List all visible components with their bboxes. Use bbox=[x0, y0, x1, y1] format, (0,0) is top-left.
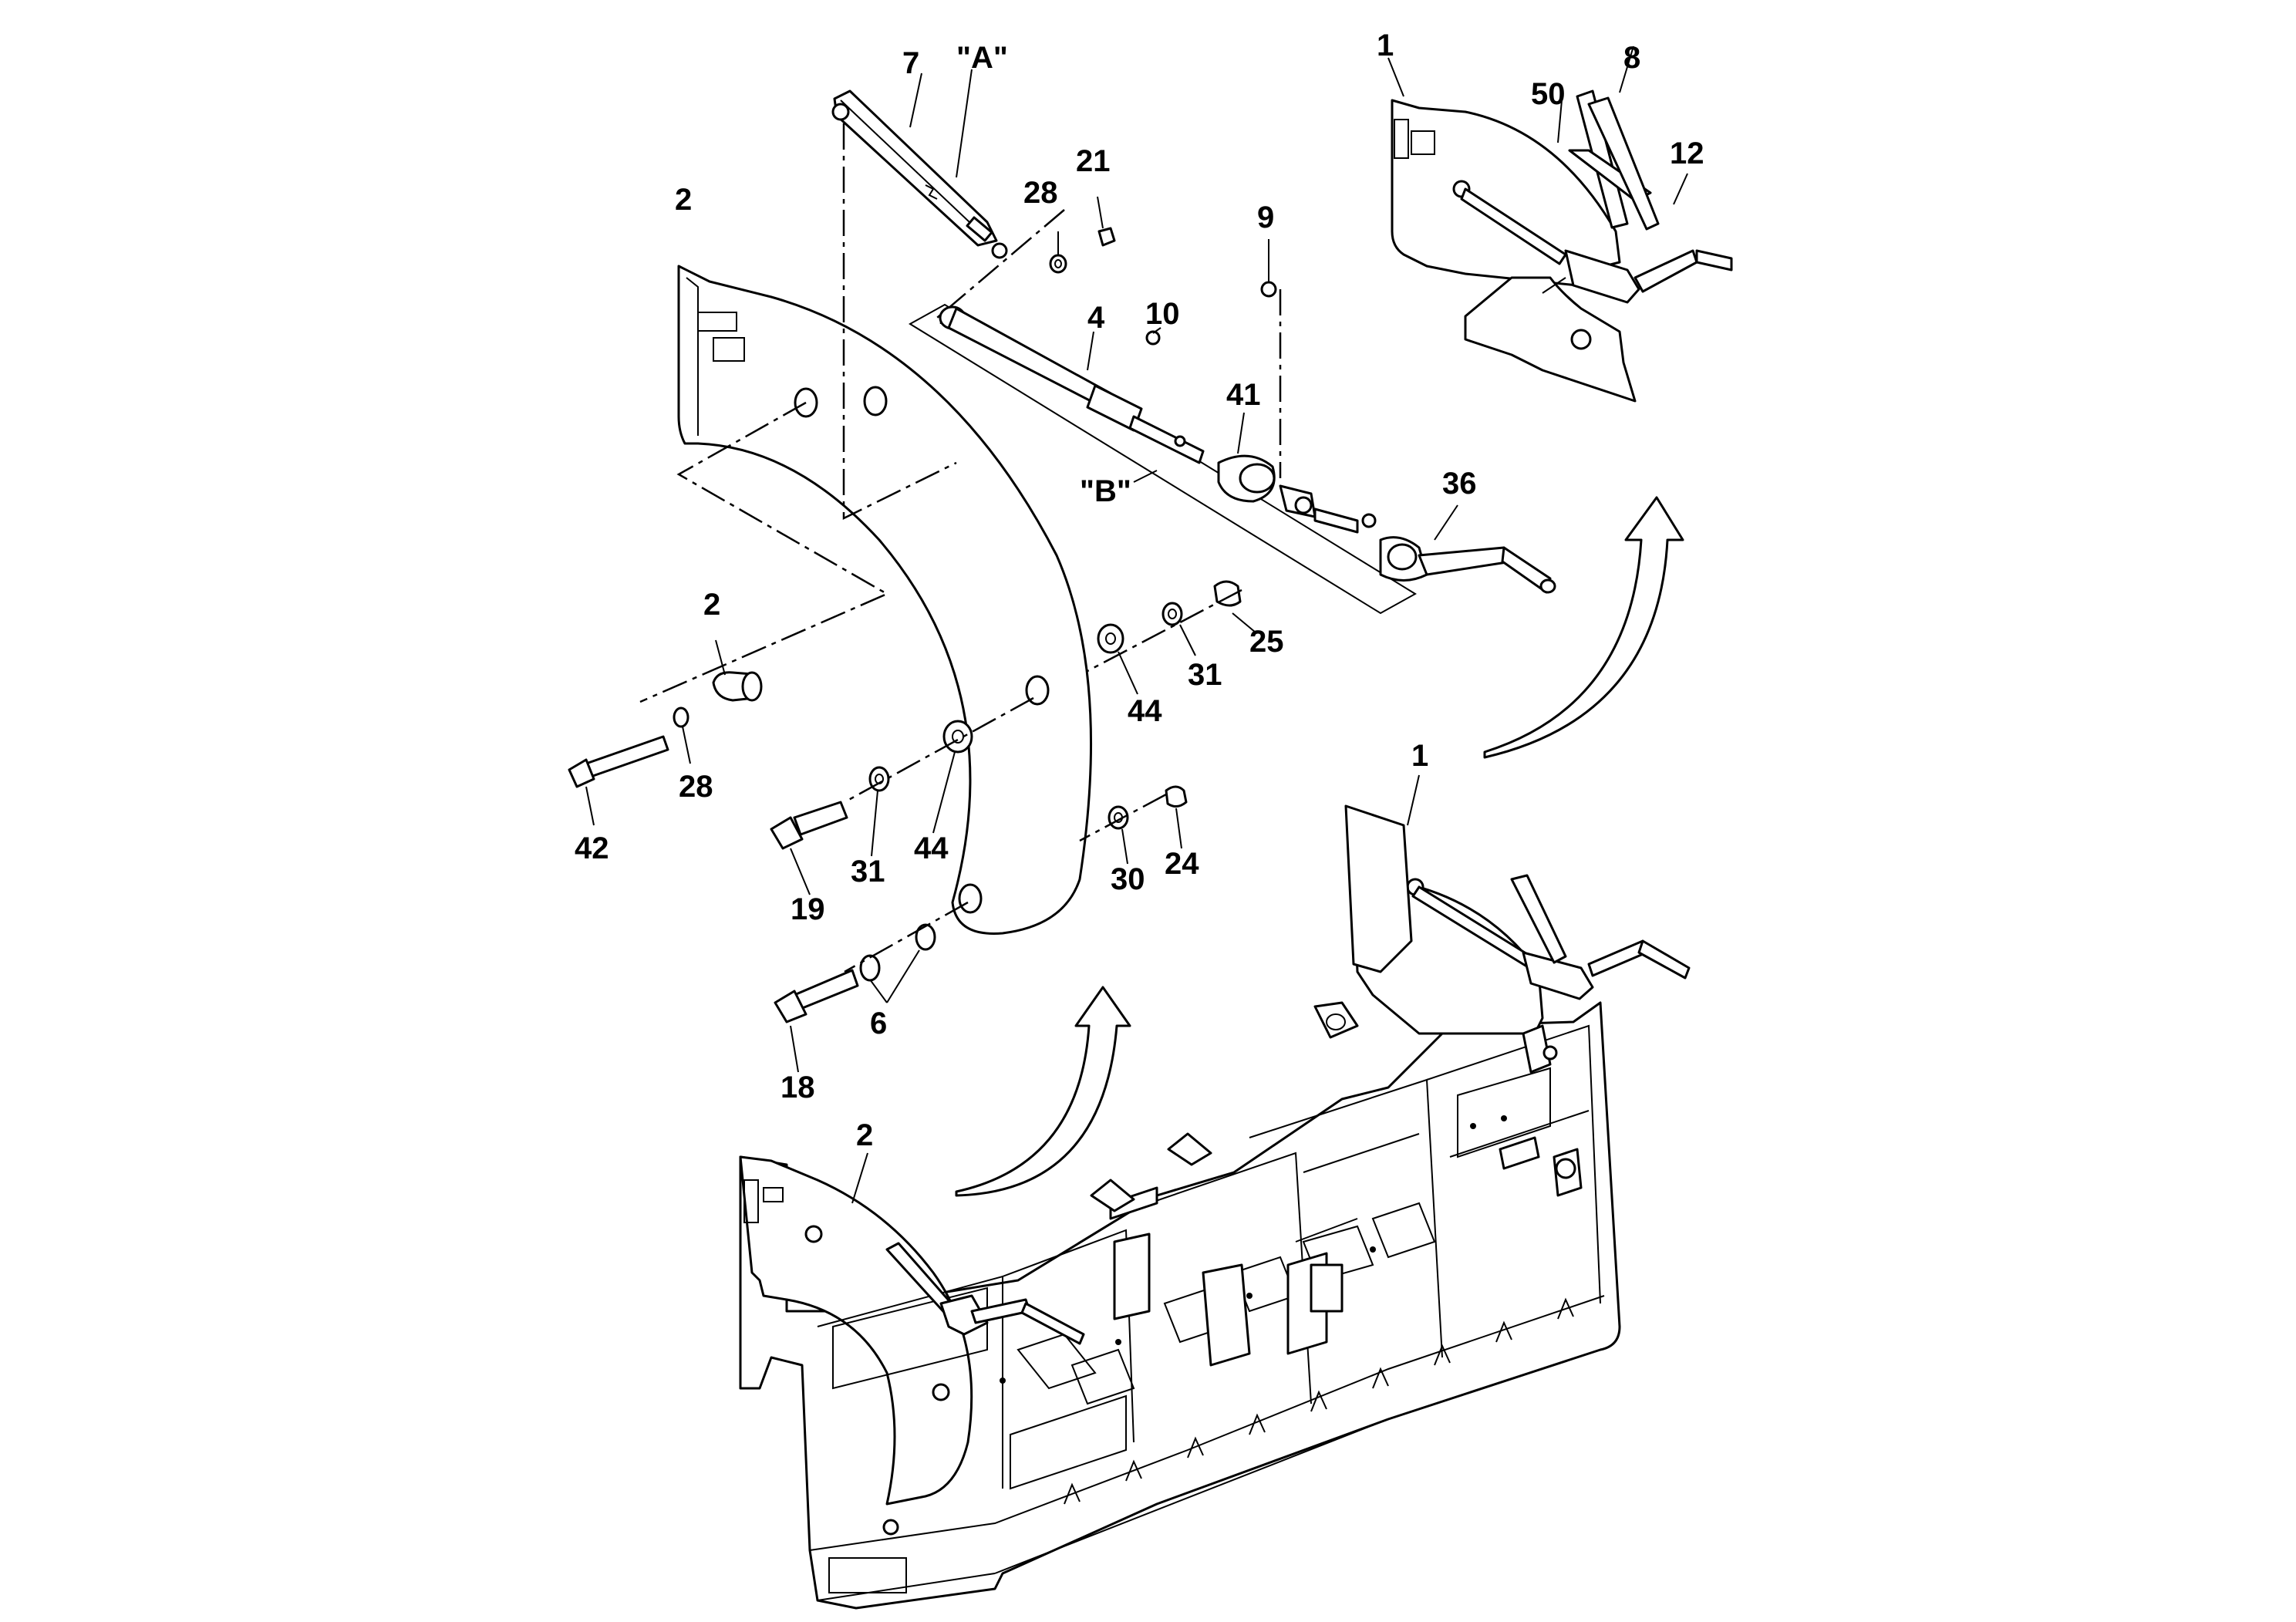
callout-30: 30 bbox=[1111, 862, 1145, 896]
callout-18: 18 bbox=[781, 1071, 815, 1104]
callout-28-top: 28 bbox=[1023, 176, 1058, 210]
callout-31-left: 31 bbox=[851, 855, 885, 889]
callout-7: 7 bbox=[902, 46, 919, 80]
curved-arrow-up-left bbox=[955, 986, 1131, 1197]
callout-12: 12 bbox=[1670, 137, 1704, 170]
side-plate-exploded bbox=[677, 265, 1093, 935]
callout-1-chassis: 1 bbox=[1411, 739, 1428, 773]
callout-4: 4 bbox=[1087, 301, 1105, 335]
callout-view-A: "A" bbox=[956, 41, 1008, 75]
callout-42: 42 bbox=[575, 831, 609, 865]
callout-24: 24 bbox=[1165, 847, 1199, 881]
callout-2-chassis: 2 bbox=[856, 1118, 873, 1152]
callout-36: 36 bbox=[1442, 467, 1477, 501]
chassis-assembly bbox=[739, 774, 1691, 1610]
callout-50: 50 bbox=[1531, 77, 1566, 111]
callout-25: 25 bbox=[1249, 625, 1284, 659]
shaft-assembly-B bbox=[909, 239, 1556, 615]
callout-8: 8 bbox=[1623, 41, 1640, 75]
callout-44-right: 44 bbox=[1128, 694, 1162, 728]
callout-2-plate: 2 bbox=[675, 183, 692, 217]
callout-10: 10 bbox=[1145, 297, 1180, 331]
callouts: 7 "A" 28 21 2 9 4 10 41 "B" 36 25 31 44 … bbox=[575, 29, 1704, 1152]
callout-41: 41 bbox=[1226, 378, 1261, 412]
callout-9: 9 bbox=[1257, 201, 1274, 234]
callout-31-right: 31 bbox=[1188, 658, 1222, 692]
callout-2-spacer: 2 bbox=[703, 588, 720, 622]
detail-view-top-right bbox=[1387, 46, 1733, 403]
callout-view-B: "B" bbox=[1080, 474, 1131, 508]
callout-28-bottom: 28 bbox=[679, 770, 713, 804]
callout-19: 19 bbox=[791, 892, 825, 926]
callout-6: 6 bbox=[870, 1007, 887, 1040]
hardware-group bbox=[568, 196, 1256, 1073]
callout-21: 21 bbox=[1076, 144, 1111, 178]
callout-1-detail: 1 bbox=[1377, 29, 1394, 62]
curved-arrows bbox=[955, 496, 1684, 1197]
lever-7 bbox=[831, 69, 1008, 259]
curved-arrow-up-right bbox=[1483, 496, 1684, 759]
callout-44-left: 44 bbox=[914, 831, 949, 865]
